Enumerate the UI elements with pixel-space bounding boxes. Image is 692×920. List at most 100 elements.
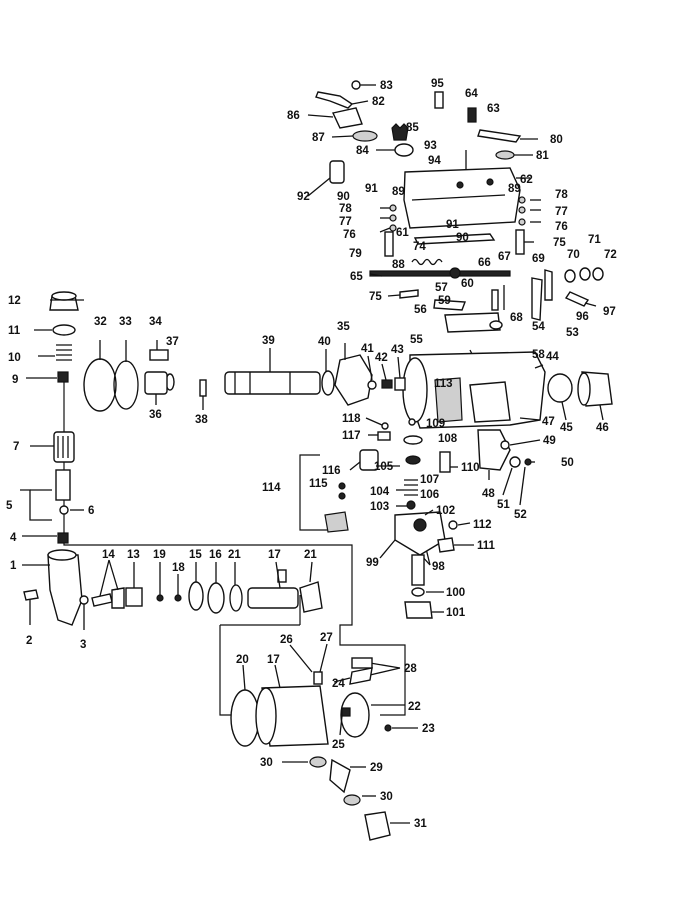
callout-61: 61 <box>396 227 409 239</box>
callout-32: 32 <box>94 316 107 328</box>
callout-84: 84 <box>356 145 369 157</box>
callout-88: 88 <box>392 259 405 271</box>
callout-91b: 91 <box>446 219 459 231</box>
callout-2: 2 <box>26 635 32 647</box>
callout-16: 16 <box>209 549 222 561</box>
callout-78b: 78 <box>555 189 568 201</box>
callout-11: 11 <box>8 325 21 337</box>
callout-59: 59 <box>438 295 451 307</box>
callout-53: 53 <box>566 327 579 339</box>
callout-68: 68 <box>510 312 523 324</box>
callout-31: 31 <box>414 818 427 830</box>
callout-78a: 78 <box>339 203 352 215</box>
callout-30a: 30 <box>260 757 273 769</box>
callout-111: 111 <box>477 540 496 552</box>
callout-50: 50 <box>561 457 574 469</box>
parts <box>23 80 613 841</box>
leader-lines <box>22 84 604 824</box>
callout-98: 98 <box>432 561 445 573</box>
callout-105: 105 <box>374 461 394 473</box>
callout-58: 58 <box>532 349 545 361</box>
callout-47: 47 <box>542 416 555 428</box>
callout-28: 28 <box>404 663 417 675</box>
callout-29: 29 <box>370 762 383 774</box>
callout-21b: 21 <box>304 549 317 561</box>
callout-60: 60 <box>461 278 474 290</box>
callout-86: 86 <box>287 110 300 122</box>
callout-117: 117 <box>342 430 361 442</box>
callout-33: 33 <box>119 316 132 328</box>
callout-90b: 90 <box>456 232 469 244</box>
callout-81: 81 <box>536 150 549 162</box>
callout-85: 85 <box>406 122 419 134</box>
callout-92: 92 <box>297 191 310 203</box>
callout-66: 66 <box>478 257 491 269</box>
callout-49: 49 <box>543 435 556 447</box>
callout-90a: 90 <box>337 191 350 203</box>
callout-87: 87 <box>312 132 325 144</box>
callout-41: 41 <box>361 343 374 355</box>
callout-36: 36 <box>149 409 162 421</box>
guide-lines <box>20 150 505 716</box>
callout-100: 100 <box>446 587 465 599</box>
callout-25: 25 <box>332 739 345 751</box>
callout-104: 104 <box>370 486 390 498</box>
callout-18: 18 <box>172 562 185 574</box>
callout-19: 19 <box>153 549 166 561</box>
callout-108: 108 <box>438 433 458 445</box>
callout-76b: 76 <box>555 221 568 233</box>
callout-99: 99 <box>366 557 379 569</box>
callout-63: 63 <box>487 103 500 115</box>
callout-74: 74 <box>413 241 426 253</box>
callout-118: 118 <box>342 413 361 425</box>
callout-46: 46 <box>596 422 609 434</box>
callout-10: 10 <box>8 352 21 364</box>
callout-30b: 30 <box>380 791 393 803</box>
callout-43: 43 <box>391 344 404 356</box>
callout-93: 93 <box>424 140 437 152</box>
callout-1: 1 <box>10 560 17 572</box>
callout-89b: 89 <box>508 183 521 195</box>
callout-71: 71 <box>588 234 601 246</box>
callout-113: 113 <box>434 378 453 390</box>
callout-17a: 17 <box>268 549 281 561</box>
callout-103: 103 <box>370 501 389 513</box>
callout-57: 57 <box>435 282 448 294</box>
callout-3: 3 <box>80 639 86 651</box>
callout-64: 64 <box>465 88 478 100</box>
callout-89a: 89 <box>392 186 405 198</box>
callout-91a: 91 <box>365 183 378 195</box>
callout-72: 72 <box>604 249 617 261</box>
callout-21a: 21 <box>228 549 241 561</box>
callout-12: 12 <box>8 295 21 307</box>
callout-77b: 77 <box>555 206 568 218</box>
callout-70: 70 <box>567 249 580 261</box>
callout-112: 112 <box>473 519 492 531</box>
callout-48: 48 <box>482 488 495 500</box>
callout-80: 80 <box>550 134 563 146</box>
callout-35: 35 <box>337 321 350 333</box>
callout-94: 94 <box>428 155 441 167</box>
callout-69: 69 <box>532 253 545 265</box>
callout-56: 56 <box>414 304 427 316</box>
callout-13: 13 <box>127 549 140 561</box>
callout-79: 79 <box>349 248 362 260</box>
callout-54: 54 <box>532 321 545 333</box>
callout-22: 22 <box>408 701 421 713</box>
callout-101: 101 <box>446 607 466 619</box>
callout-55: 55 <box>410 334 423 346</box>
callout-labels: 83 82 86 87 85 84 95 64 63 80 93 94 81 6… <box>6 78 617 830</box>
callout-45: 45 <box>560 422 573 434</box>
callout-14: 14 <box>102 549 115 561</box>
callout-95: 95 <box>431 78 444 90</box>
callout-9: 9 <box>12 374 18 386</box>
callout-42: 42 <box>375 352 388 364</box>
callout-15: 15 <box>189 549 202 561</box>
callout-76a: 76 <box>343 229 356 241</box>
callout-37: 37 <box>166 336 179 348</box>
callout-83: 83 <box>380 80 393 92</box>
callout-20: 20 <box>236 654 249 666</box>
callout-115: 115 <box>309 478 328 490</box>
callout-44: 44 <box>546 351 559 363</box>
